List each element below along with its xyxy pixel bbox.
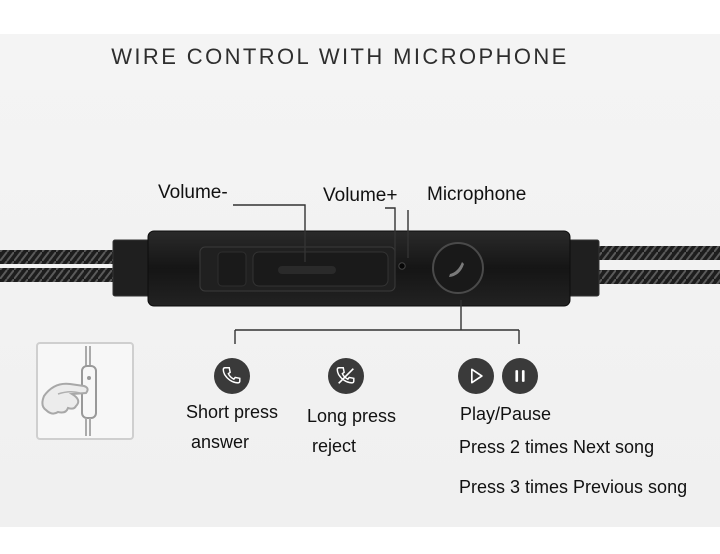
leader-volume-plus <box>385 207 396 256</box>
label-volume-minus: Volume- <box>158 182 228 203</box>
hand-remote-illustration <box>36 342 134 440</box>
press-2-times-label: Press 2 times Next song <box>459 437 655 457</box>
long-press-action: reject <box>312 436 357 456</box>
phone-icon <box>222 367 241 384</box>
play-icon-button <box>458 358 494 394</box>
play-pause-label: Play/Pause <box>460 404 552 424</box>
play-icon <box>471 368 483 384</box>
phone-icon <box>449 262 464 277</box>
pause-icon <box>515 370 525 382</box>
leader-volume-minus <box>233 204 306 262</box>
hand-remote-icon <box>41 346 97 436</box>
phone-reject-icon <box>336 367 355 384</box>
pause-icon-button <box>502 358 538 394</box>
label-microphone: Microphone <box>427 184 527 205</box>
reject-icon-button <box>328 358 364 394</box>
microphone-hole <box>398 262 406 270</box>
volume-minus-key[interactable] <box>217 251 247 287</box>
multi-function-button[interactable] <box>432 242 484 294</box>
short-press-label: Short press <box>186 402 279 422</box>
cable-left <box>0 250 120 282</box>
label-volume-plus: Volume+ <box>323 185 398 206</box>
long-press-label: Long press <box>307 406 397 426</box>
cable-right <box>595 246 720 284</box>
answer-icon-button <box>214 358 250 394</box>
page-title: WIRE CONTROL WITH MICROPHONE <box>111 44 569 69</box>
leader-function-bracket <box>234 300 520 344</box>
press-3-times-label: Press 3 times Previous song <box>459 477 688 497</box>
short-press-action: answer <box>191 432 250 452</box>
